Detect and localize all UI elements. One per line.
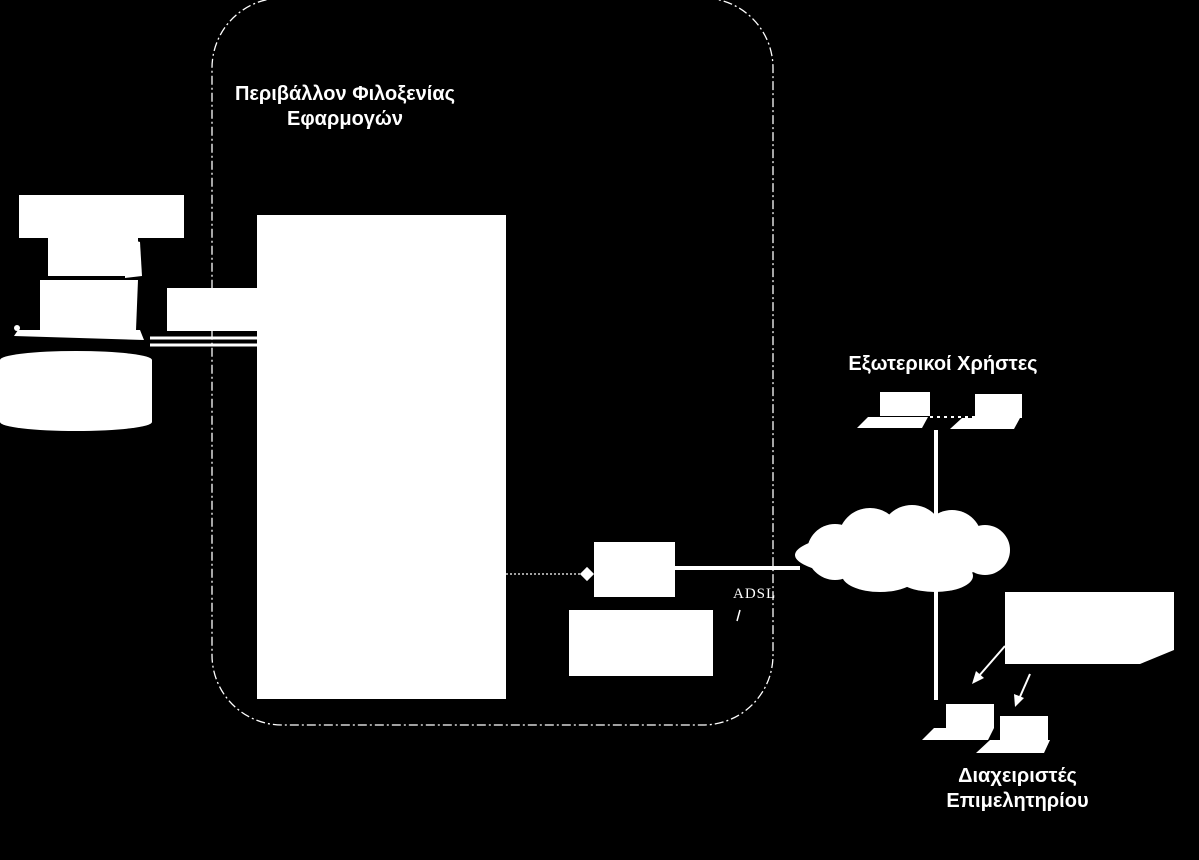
adsl-label: ADSL (733, 586, 777, 602)
external-users-label: Εξωτερικοί Χρήστες (820, 352, 1066, 377)
external-users-label-text: Εξωτερικοί Χρήστες (848, 353, 1038, 375)
router-label-box (569, 610, 713, 676)
hosting-environment-boundary (211, 0, 774, 726)
server-link-lines (150, 336, 258, 347)
router-box (594, 542, 675, 597)
application-server-block (257, 215, 506, 699)
connector-diamond (579, 566, 595, 582)
note-arrows (972, 645, 1031, 707)
chamber-admins-label-line2: Επιμελητηρίου (946, 790, 1089, 812)
hosting-environment-label-line2: Εφαρμογών (287, 108, 403, 130)
hosting-environment-label: Περιβάλλον Φιλοξενίας Εφαρμογών (205, 82, 485, 132)
database-cylinder-icon (0, 351, 152, 431)
admin-computer-icon (976, 716, 1050, 753)
workstation-icon (14, 238, 144, 340)
external-user-computer-icon (950, 394, 1022, 429)
external-user-computer-icon (857, 392, 930, 428)
link-label-box (167, 288, 259, 331)
workstation-label-box (19, 195, 184, 238)
note-box (1005, 592, 1174, 664)
chamber-admins-label: Διαχειριστές Επιμελητηρίου (905, 764, 1130, 814)
internet-cloud-icon (795, 505, 1010, 592)
adsl-marker (736, 609, 741, 622)
admin-computer-icon (922, 704, 994, 740)
hosting-environment-label-line1: Περιβάλλον Φιλοξενίας (234, 83, 456, 105)
chamber-admins-label-line1: Διαχειριστές (958, 765, 1077, 787)
